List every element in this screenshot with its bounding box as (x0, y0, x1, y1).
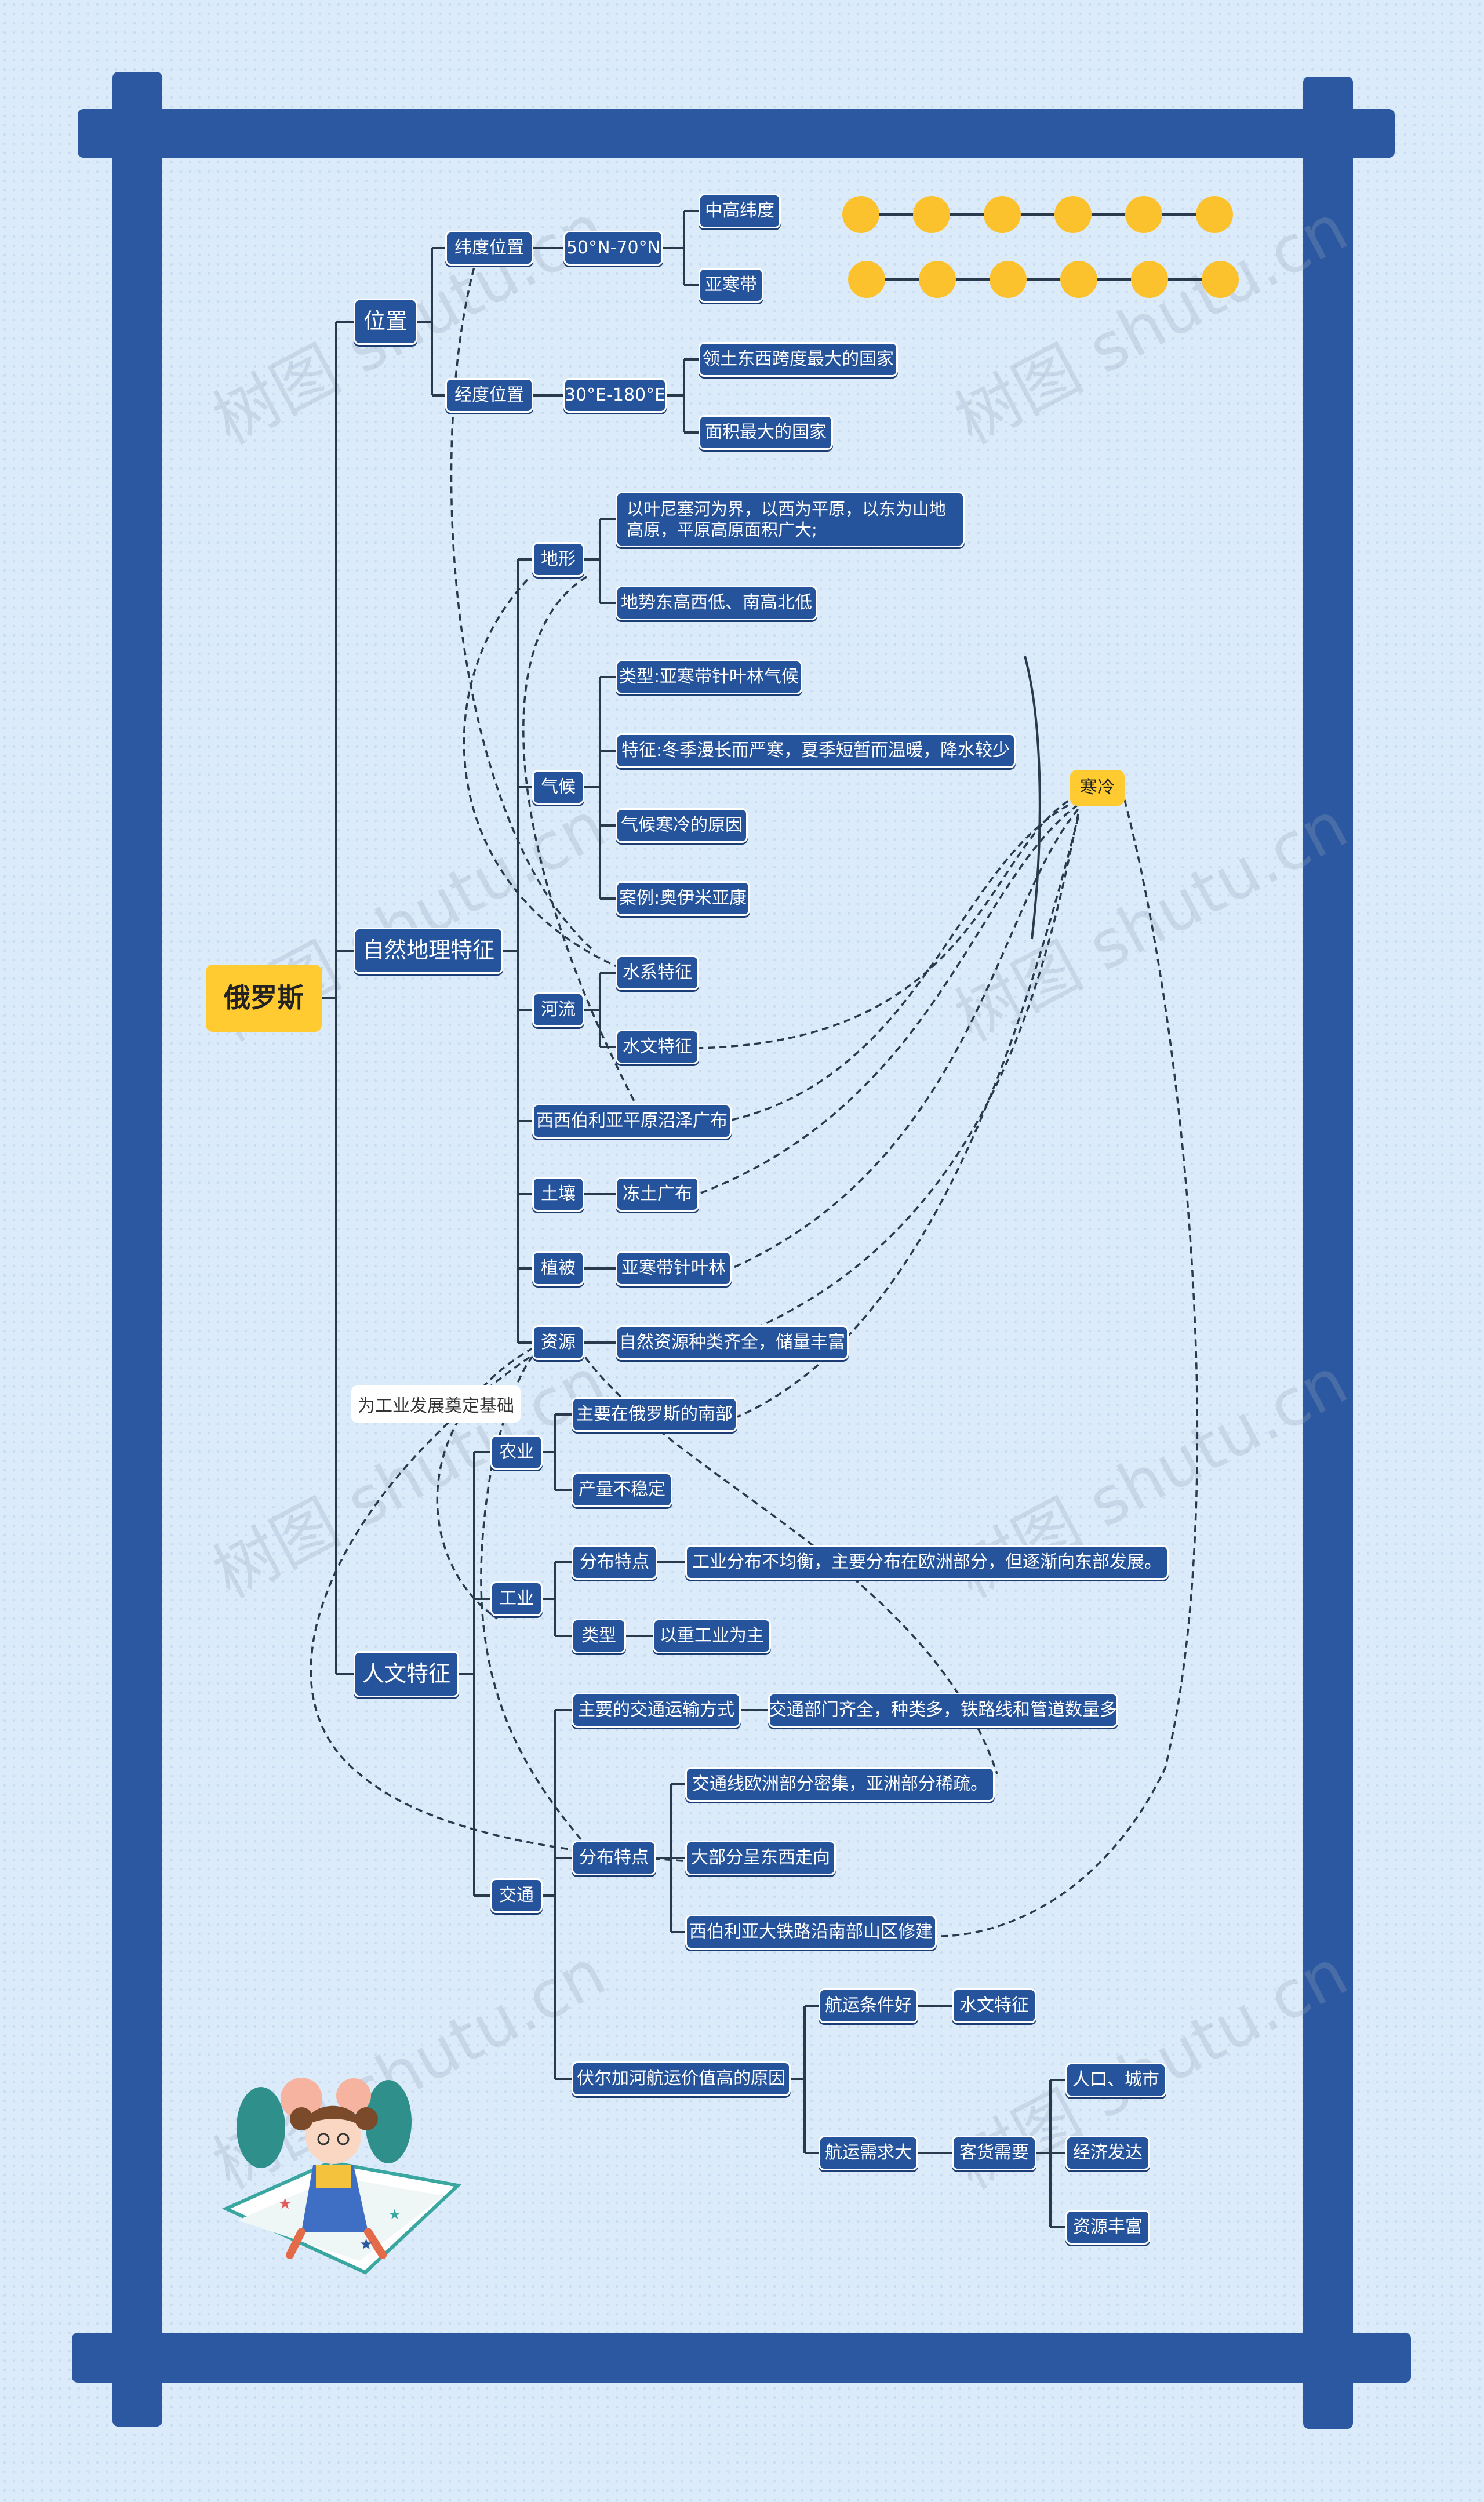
navigation-demand-item[interactable]: 经济发达 (1065, 2136, 1150, 2170)
industry-distribution[interactable]: 分布特点 (572, 1545, 657, 1580)
transport-distribution-item[interactable]: 西伯利亚大铁路沿南部山区修建 (685, 1915, 937, 1950)
cold-node[interactable]: 寒冷 (1070, 770, 1125, 806)
river-item[interactable]: 水文特征 (616, 1030, 699, 1064)
river-item[interactable]: 水系特征 (616, 955, 699, 990)
latitude-item[interactable]: 中高纬度 (699, 194, 781, 228)
terrain-item[interactable]: 地势东高西低、南高北低 (616, 586, 817, 620)
industry-note: 为工业发展奠定基础 (351, 1385, 521, 1423)
navigation-demand-item[interactable]: 人口、城市 (1065, 2063, 1166, 2097)
transport-node[interactable]: 交通 (490, 1878, 543, 1913)
soil-node[interactable]: 土壤 (532, 1177, 584, 1212)
climate-node[interactable]: 气候 (532, 770, 584, 805)
frame-bar-right (1303, 77, 1353, 2429)
branch-natural[interactable]: 自然地理特征 (354, 928, 503, 974)
river-node[interactable]: 河流 (532, 992, 584, 1027)
frame-bar-top (78, 109, 1395, 158)
longitude-node[interactable]: 经度位置 (445, 378, 533, 413)
svg-text:★: ★ (278, 2195, 292, 2213)
swamp-node[interactable]: 西西伯利亚平原沼泽广布 (532, 1104, 732, 1139)
climate-item[interactable]: 案例:奥伊米亚康 (616, 881, 750, 916)
transport-distribution-item[interactable]: 大部分呈东西走向 (685, 1841, 836, 1875)
latitude-value[interactable]: 50°N-70°N (563, 231, 663, 266)
volga-node[interactable]: 伏尔加河航运价值高的原因 (572, 2061, 791, 2096)
navigation-condition-item[interactable]: 水文特征 (952, 1988, 1036, 2023)
industry-type-item[interactable]: 以重工业为主 (653, 1619, 771, 1653)
climate-item[interactable]: 气候寒冷的原因 (616, 808, 748, 843)
terrain-item[interactable]: 以叶尼塞河为界，以西为平原，以东为山地高原，平原高原面积广大; (616, 492, 965, 547)
svg-text:★: ★ (359, 2236, 373, 2253)
resource-node[interactable]: 资源 (532, 1325, 584, 1360)
branch-location[interactable]: 位置 (354, 299, 417, 345)
industry-type[interactable]: 类型 (572, 1619, 626, 1653)
industry-node[interactable]: 工业 (490, 1581, 543, 1616)
svg-text:★: ★ (388, 2206, 401, 2223)
agriculture-node[interactable]: 农业 (490, 1435, 543, 1470)
latitude-node[interactable]: 纬度位置 (445, 231, 533, 266)
climate-item[interactable]: 特征:冬季漫长而严寒，夏季短暂而温暖，降水较少 (616, 733, 1016, 768)
resource-item[interactable]: 自然资源种类齐全，储量丰富 (616, 1325, 849, 1360)
navigation-demand-item[interactable]: 资源丰富 (1065, 2210, 1150, 2245)
frame-bar-left (112, 72, 162, 2427)
navigation-demand-sub[interactable]: 客货需要 (952, 2136, 1036, 2170)
vegetation-item[interactable]: 亚寒带针叶林 (616, 1251, 732, 1286)
agriculture-item[interactable]: 产量不稳定 (572, 1472, 672, 1507)
longitude-item[interactable]: 领土东西跨度最大的国家 (699, 342, 898, 377)
longitude-value[interactable]: 30°E-180°E (563, 378, 667, 413)
vegetation-node[interactable]: 植被 (532, 1251, 584, 1286)
girl-reading-illustration: ★ ★ ★ (221, 2078, 462, 2275)
terrain-node[interactable]: 地形 (532, 542, 584, 577)
transport-mode[interactable]: 主要的交通运输方式 (572, 1693, 741, 1728)
climate-item[interactable]: 类型:亚寒带针叶林气候 (616, 660, 802, 694)
frame-bar-bottom (72, 2333, 1411, 2383)
industry-distribution-item[interactable]: 工业分布不均衡，主要分布在欧洲部分，但逐渐向东部发展。 (685, 1545, 1169, 1580)
root-node[interactable]: 俄罗斯 (206, 965, 322, 1032)
longitude-item[interactable]: 面积最大的国家 (699, 415, 833, 450)
latitude-item[interactable]: 亚寒带 (699, 268, 763, 303)
soil-item[interactable]: 冻土广布 (616, 1177, 699, 1212)
navigation-demand[interactable]: 航运需求大 (819, 2136, 918, 2170)
transport-distribution[interactable]: 分布特点 (572, 1841, 656, 1875)
agriculture-item[interactable]: 主要在俄罗斯的南部 (572, 1397, 737, 1432)
branch-human[interactable]: 人文特征 (354, 1651, 459, 1697)
navigation-condition[interactable]: 航运条件好 (819, 1988, 918, 2023)
transport-mode-item[interactable]: 交通部门齐全，种类多，铁路线和管道数量多 (768, 1693, 1118, 1728)
transport-distribution-item[interactable]: 交通线欧洲部分密集，亚洲部分稀疏。 (685, 1767, 995, 1802)
decorative-dots (842, 196, 1239, 298)
